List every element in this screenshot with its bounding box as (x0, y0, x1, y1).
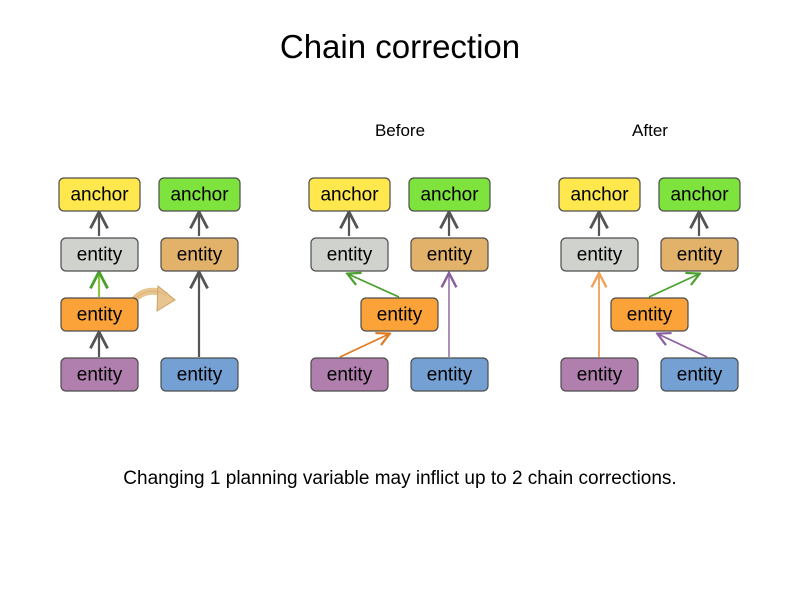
node-entity-gray[interactable] (560, 237, 639, 272)
caption-text: Changing 1 planning variable may inflict… (123, 468, 677, 489)
node-entity-tan-label: entity (427, 245, 473, 266)
node-entity-gray[interactable] (310, 237, 389, 272)
node-entity-blue-label: entity (177, 365, 223, 386)
node-anchor-green[interactable] (408, 177, 491, 212)
edge-purple-entity-to-orange-entity (339, 334, 389, 358)
node-entity-gray-label: entity (327, 245, 373, 266)
node-entity-tan-label: entity (177, 245, 223, 266)
panel-before: anchor anchor entity entity entity entit… (308, 177, 491, 392)
node-entity-tan[interactable] (160, 237, 239, 272)
node-anchor-green-label: anchor (170, 185, 229, 206)
node-entity-orange-label: entity (627, 305, 673, 326)
node-entity-blue[interactable] (160, 357, 239, 392)
panel-label-after: After (632, 121, 668, 140)
edge-blue-entity-to-orange-entity (658, 334, 708, 358)
node-anchor-green-label: anchor (670, 185, 729, 206)
edge-orange-entity-to-tan-entity (648, 274, 699, 298)
node-entity-purple[interactable] (310, 357, 389, 392)
node-entity-blue[interactable] (410, 357, 489, 392)
node-entity-gray-label: entity (577, 245, 623, 266)
node-anchor-yellow[interactable] (558, 177, 641, 212)
node-entity-orange[interactable] (60, 297, 139, 332)
node-entity-orange-label: entity (77, 305, 123, 326)
node-entity-gray-label: entity (77, 245, 123, 266)
node-entity-purple[interactable] (60, 357, 139, 392)
node-anchor-yellow-label: anchor (320, 185, 379, 206)
node-anchor-green[interactable] (658, 177, 741, 212)
node-entity-orange[interactable] (360, 297, 439, 332)
node-anchor-green[interactable] (158, 177, 241, 212)
node-anchor-yellow[interactable] (308, 177, 391, 212)
panel-initial: anchor anchor entity entity entity entit… (58, 177, 241, 392)
node-entity-gray[interactable] (60, 237, 139, 272)
node-anchor-yellow[interactable] (58, 177, 141, 212)
node-anchor-yellow-label: anchor (70, 185, 129, 206)
node-entity-orange[interactable] (610, 297, 689, 332)
node-entity-purple-label: entity (77, 365, 123, 386)
node-anchor-yellow-label: anchor (570, 185, 629, 206)
node-entity-blue[interactable] (660, 357, 739, 392)
edge-orange-entity-to-gray-entity (348, 274, 400, 298)
node-entity-tan[interactable] (660, 237, 739, 272)
panel-label-before: Before (374, 121, 426, 140)
panel-after: anchor anchor entity entity entity entit… (558, 177, 741, 392)
node-entity-tan[interactable] (410, 237, 489, 272)
node-entity-purple[interactable] (560, 357, 639, 392)
node-entity-tan-label: entity (677, 245, 723, 266)
node-entity-purple-label: entity (577, 365, 623, 386)
node-entity-blue-label: entity (427, 365, 473, 386)
node-anchor-green-label: anchor (420, 185, 479, 206)
page-title: Chain correction (279, 28, 521, 65)
node-entity-purple-label: entity (327, 365, 373, 386)
move-arrow-head-icon (156, 284, 176, 312)
node-entity-blue-label: entity (677, 365, 723, 386)
node-entity-orange-label: entity (377, 305, 423, 326)
